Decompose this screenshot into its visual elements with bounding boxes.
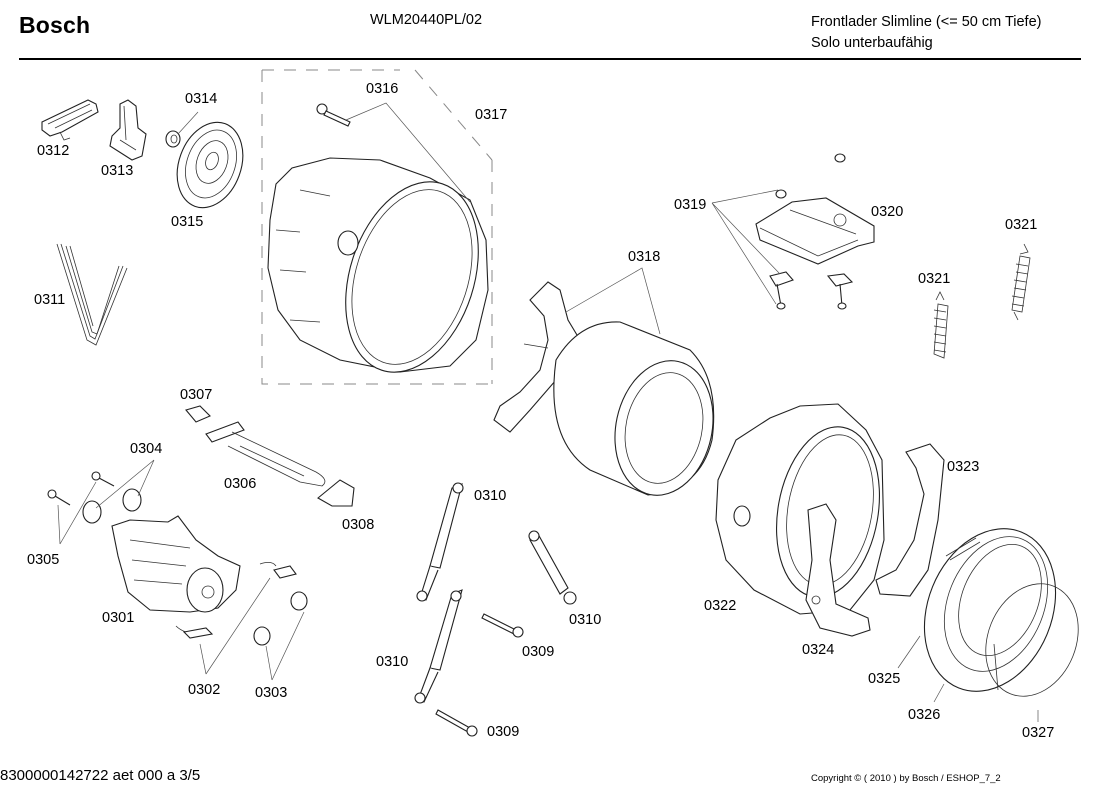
label-0316: 0316 [366,81,398,97]
part-0309-bolt-a[interactable] [481,613,524,638]
part-0306-heating-element[interactable] [205,421,326,487]
label-0314: 0314 [185,91,217,107]
part-0307-sensor[interactable] [185,405,211,423]
label-0309-a: 0309 [522,644,554,660]
label-0310-a: 0310 [474,488,506,504]
leader-0326 [933,683,945,703]
part-0320-counterweight[interactable] [755,197,875,265]
part-0302-carbon-brushes[interactable] [175,562,297,639]
part-0322-front-tub[interactable] [715,403,892,615]
part-0327-clamp-ring[interactable] [969,570,1094,711]
part-0308-connector[interactable] [317,479,355,507]
label-0326: 0326 [908,707,940,723]
leader-0303 [265,611,305,681]
label-0303: 0303 [255,685,287,701]
description-line-1: Frontlader Slimline (<= 50 cm Tiefe) [811,14,1042,30]
leader-0314 [177,111,199,135]
part-0324-front-counterweight[interactable] [805,503,871,637]
part-0321-spring-a[interactable] [933,291,949,359]
leader-0319 [711,189,781,305]
part-0312-bracket[interactable] [41,99,99,141]
label-0305: 0305 [27,552,59,568]
part-0319-fixings[interactable] [769,153,854,310]
leader-0302 [199,577,271,675]
part-0325-seal-spring[interactable] [945,537,981,561]
label-0322: 0322 [704,598,736,614]
leader-0316 [345,102,471,203]
part-0311-drive-belt[interactable] [56,243,128,346]
label-0313: 0313 [101,163,133,179]
label-0323: 0323 [947,459,979,475]
label-0310-b: 0310 [376,654,408,670]
brand-name: Bosch [19,12,91,38]
label-0301: 0301 [102,610,134,626]
label-0308: 0308 [342,517,374,533]
label-0317: 0317 [475,107,507,123]
label-0324: 0324 [802,642,834,658]
product-description: Frontlader Slimline (<= 50 cm Tiefe) Sol… [811,12,1041,54]
part-0323-counterweight-arc[interactable] [875,443,945,597]
label-0315: 0315 [171,214,203,230]
label-0312: 0312 [37,143,69,159]
part-0310-shock-absorber-a[interactable] [416,482,464,602]
header-divider [19,58,1081,60]
leader-0325 [897,635,921,669]
copyright-notice: Copyright © ( 2010 ) by Bosch / ESHOP_7_… [811,773,1001,784]
label-0325: 0325 [868,671,900,687]
label-0309-b: 0309 [487,724,519,740]
part-0316-tub-screw[interactable] [316,103,351,127]
leader-0305 [57,481,97,545]
label-0321-a: 0321 [918,271,950,287]
part-0310-shock-absorber-c[interactable] [528,530,577,605]
part-0309-bolt-b[interactable] [435,709,478,737]
label-0319: 0319 [674,197,706,213]
part-0303-bushings[interactable] [253,591,308,646]
part-0314-washer[interactable] [165,130,181,148]
label-0311: 0311 [34,292,65,308]
label-0302: 0302 [188,682,220,698]
label-0327: 0327 [1022,725,1054,741]
part-0321-spring-b[interactable] [1011,243,1031,321]
leader-0304 [95,459,155,509]
part-0315-pulley[interactable] [166,113,254,217]
model-number: WLM20440PL/02 [370,12,483,28]
label-0307: 0307 [180,387,212,403]
part-0304-dampers[interactable] [82,488,142,524]
part-0310-shock-absorber-b[interactable] [414,589,463,704]
label-0321-b: 0321 [1005,217,1037,233]
part-0305-screws[interactable] [47,471,115,506]
label-0310-c: 0310 [569,612,601,628]
label-0320: 0320 [871,204,903,220]
part-0326-door-gasket[interactable] [901,509,1079,711]
label-0304: 0304 [130,441,162,457]
part-0317-rear-tub-assembly[interactable] [261,69,501,389]
description-line-2: Solo unterbaufähig [811,35,933,51]
label-0306: 0306 [224,476,256,492]
part-0318-drum[interactable] [493,281,725,504]
label-0318: 0318 [628,249,660,265]
part-0301-motor[interactable] [111,515,241,613]
part-0313-holder[interactable] [109,99,147,161]
leader-0318 [565,267,661,335]
document-id: 8300000142722 aet 000 a 3/5 [0,767,201,784]
